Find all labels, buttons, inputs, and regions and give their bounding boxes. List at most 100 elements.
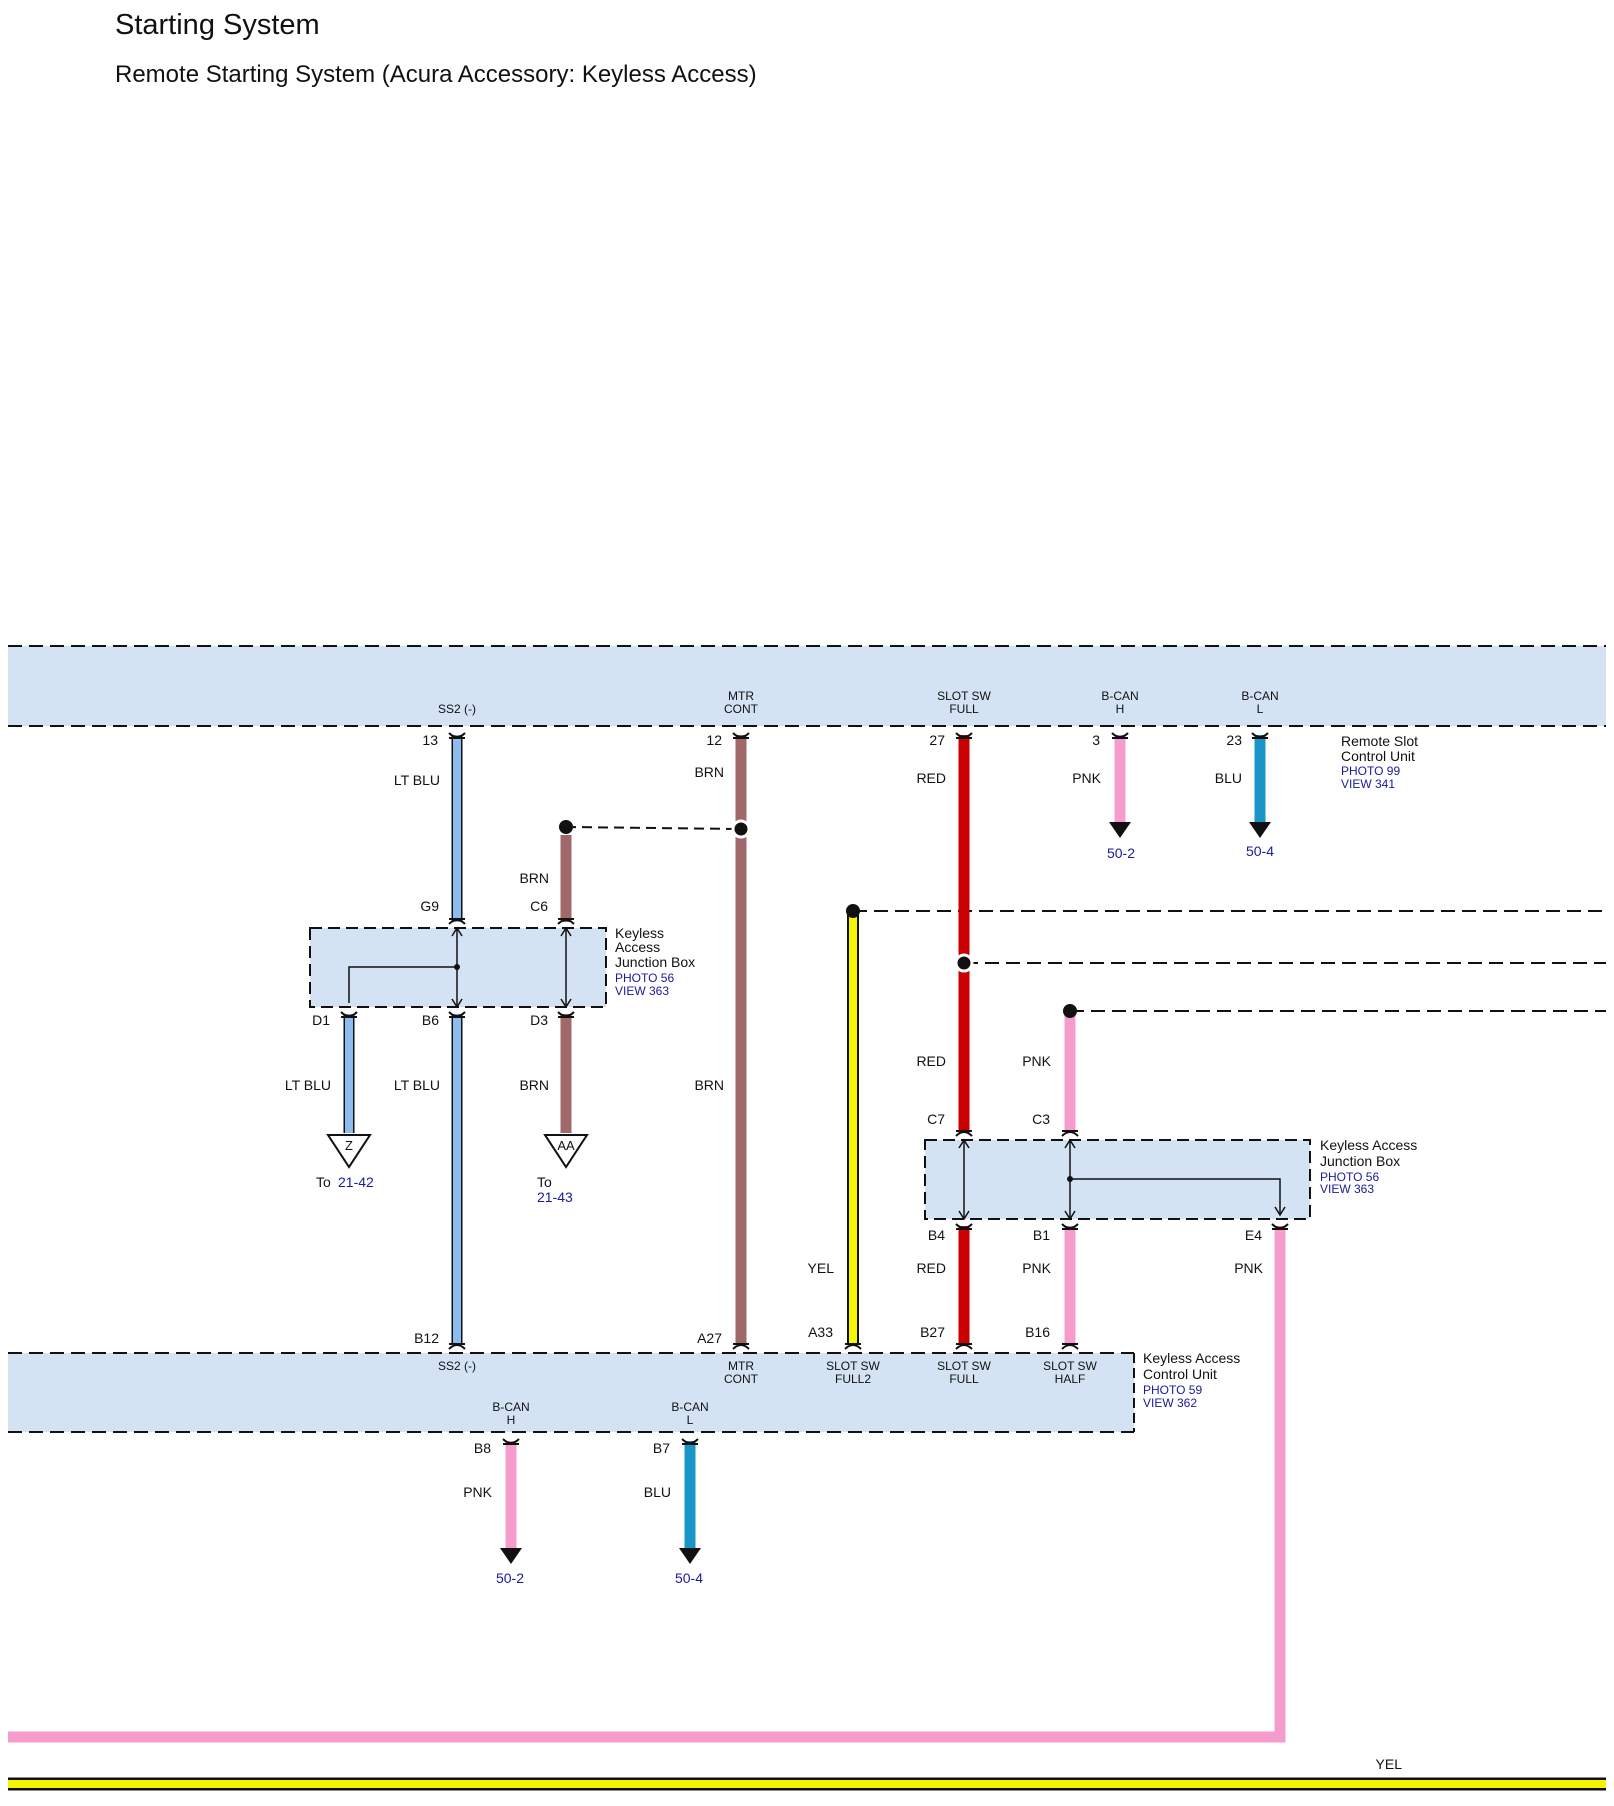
arrow-down-icon-b7 (679, 1548, 701, 1564)
ref-link-21-43[interactable]: 21-43 (537, 1189, 573, 1205)
cu-label-half-1: SLOT SW (1043, 1359, 1097, 1373)
shield-dot-brn (559, 820, 573, 834)
terminal-c7 (955, 1130, 973, 1137)
cu-label-bcanh-2: H (507, 1413, 516, 1427)
wire-label-pnk-top: PNK (1072, 770, 1101, 786)
terminal-23 (1251, 732, 1269, 739)
jb-left-arrows-a (451, 926, 463, 1009)
arrow-down-icon-bcanl (1249, 822, 1271, 838)
terminal-27 (955, 732, 973, 739)
ref-link-21-42[interactable]: 21-42 (338, 1174, 374, 1190)
cu-label-bcanl-1: B-CAN (671, 1400, 708, 1414)
pin-label-bcanh-1: B-CAN (1101, 689, 1138, 703)
ref-link-bot-50-2[interactable]: 50-2 (496, 1570, 524, 1586)
wire-label-blu-b7: BLU (644, 1484, 671, 1500)
jb-left-view-link[interactable]: VIEW 363 (615, 984, 669, 998)
jb-right-name-2: Junction Box (1320, 1153, 1400, 1169)
terminal-3 (1111, 732, 1129, 739)
arrow-down-icon-b8 (500, 1548, 522, 1564)
page-subtitle: Remote Starting System (Acura Accessory:… (115, 61, 757, 88)
pin-num-23: 23 (1226, 732, 1242, 748)
jb-right-arrows-b (1064, 1138, 1286, 1221)
jb-left-name-3: Junction Box (615, 954, 695, 970)
pin-b6: B6 (422, 1012, 439, 1028)
jb-left-photo-link[interactable]: PHOTO 56 (615, 971, 674, 985)
jb-right-arrows-a (958, 1138, 970, 1221)
wire-label-pnk-b1: PNK (1022, 1260, 1051, 1276)
pin-d3: D3 (530, 1012, 548, 1028)
dashed-links (565, 826, 1606, 1012)
shield-dot-pnk (1063, 1004, 1077, 1018)
wire-label-pnk-b8: PNK (463, 1484, 492, 1500)
wire-label-pnk-e4: PNK (1234, 1260, 1263, 1276)
dashed-brn-link (565, 826, 742, 830)
remote-slot-panel (8, 646, 1606, 726)
pin-label-bcanl-1: B-CAN (1241, 689, 1278, 703)
jb-right-internal-branch (1070, 1178, 1281, 1215)
pin-label-slot-2: FULL (949, 702, 979, 716)
terminal-d3 (557, 1011, 575, 1018)
terminal-b16 (1061, 1343, 1079, 1350)
cu-label-full2-2: FULL2 (835, 1372, 871, 1386)
wires (8, 735, 1606, 1791)
wire-color-labels: LT BLU BRN RED PNK BLU BRN LT BLU LT BLU… (285, 764, 1402, 1772)
ref-link-top-50-4[interactable]: 50-4 (1246, 843, 1274, 859)
splice-dot-brn (731, 819, 751, 839)
wire-label-brn-mid: BRN (694, 1077, 724, 1093)
ref-link-bot-50-4[interactable]: 50-4 (675, 1570, 703, 1586)
pin-e4: E4 (1245, 1227, 1262, 1243)
wire-label-ltblu-top: LT BLU (394, 772, 440, 788)
pin-b12: B12 (414, 1330, 439, 1346)
reference-arrows (500, 822, 1271, 1564)
connector-z-label: Z (345, 1138, 353, 1153)
pin-label-mtr-1: MTR (728, 689, 754, 703)
wire-label-ltblu-d1: LT BLU (285, 1077, 331, 1093)
connector-aa-label: AA (557, 1138, 575, 1153)
jb-right-name-1: Keyless Access (1320, 1137, 1417, 1153)
terminal-13 (448, 732, 466, 739)
pin-num-3: 3 (1092, 732, 1100, 748)
cu-photo-link[interactable]: PHOTO 59 (1143, 1383, 1202, 1397)
wire-pnk-e4 (8, 1226, 1286, 1743)
jb-left-name-2: Access (615, 939, 660, 955)
cu-view-link[interactable]: VIEW 362 (1143, 1396, 1197, 1410)
unit-photo-link[interactable]: PHOTO 99 (1341, 764, 1400, 778)
splice-dots (559, 819, 1077, 1018)
unit-view-link[interactable]: VIEW 341 (1341, 777, 1395, 791)
cu-name-2: Control Unit (1143, 1366, 1217, 1382)
pin-label-ss2: SS2 (-) (438, 702, 476, 716)
jb-left-splice (454, 964, 460, 970)
jb-right-photo-link[interactable]: PHOTO 56 (1320, 1170, 1379, 1184)
terminal-b6 (448, 1011, 466, 1018)
jb-right-view-link[interactable]: VIEW 363 (1320, 1182, 1374, 1196)
pin-num-13: 13 (422, 732, 438, 748)
jb-left-internal-branch (348, 966, 457, 1003)
terminal-b7 (681, 1438, 699, 1445)
arrow-down-icon-bcanh (1109, 822, 1131, 838)
terminal-c3 (1061, 1130, 1079, 1137)
remote-slot-control-unit: Remote Slot Control Unit PHOTO 99 VIEW 3… (8, 645, 1606, 791)
wire-label-yel-bottom: YEL (1376, 1756, 1403, 1772)
terminal-b1 (1061, 1223, 1079, 1230)
wire-label-ltblu-b6: LT BLU (394, 1077, 440, 1093)
terminal-e4 (1271, 1223, 1289, 1230)
pin-b4: B4 (928, 1227, 945, 1243)
ref-link-top-50-2[interactable]: 50-2 (1107, 845, 1135, 861)
terminal-g9 (448, 918, 466, 925)
pin-a27: A27 (697, 1330, 722, 1346)
jb-left-name-1: Keyless (615, 925, 664, 941)
unit-name-line2: Control Unit (1341, 748, 1415, 764)
pin-num-12: 12 (706, 732, 722, 748)
to-word-z: To (316, 1174, 331, 1190)
terminal-a33 (844, 1343, 862, 1350)
to-word-aa: To (537, 1174, 552, 1190)
terminal-b27 (955, 1343, 973, 1350)
pin-b16: B16 (1025, 1324, 1050, 1340)
pin-label-bcanl-2: L (1257, 702, 1264, 716)
pin-label-mtr-2: CONT (724, 702, 759, 716)
jb-left-arrows-b (560, 926, 572, 1009)
pin-a33: A33 (808, 1324, 833, 1340)
junction-box-left: Keyless Access Junction Box PHOTO 56 VIE… (309, 898, 695, 1028)
pin-c6: C6 (530, 898, 548, 914)
